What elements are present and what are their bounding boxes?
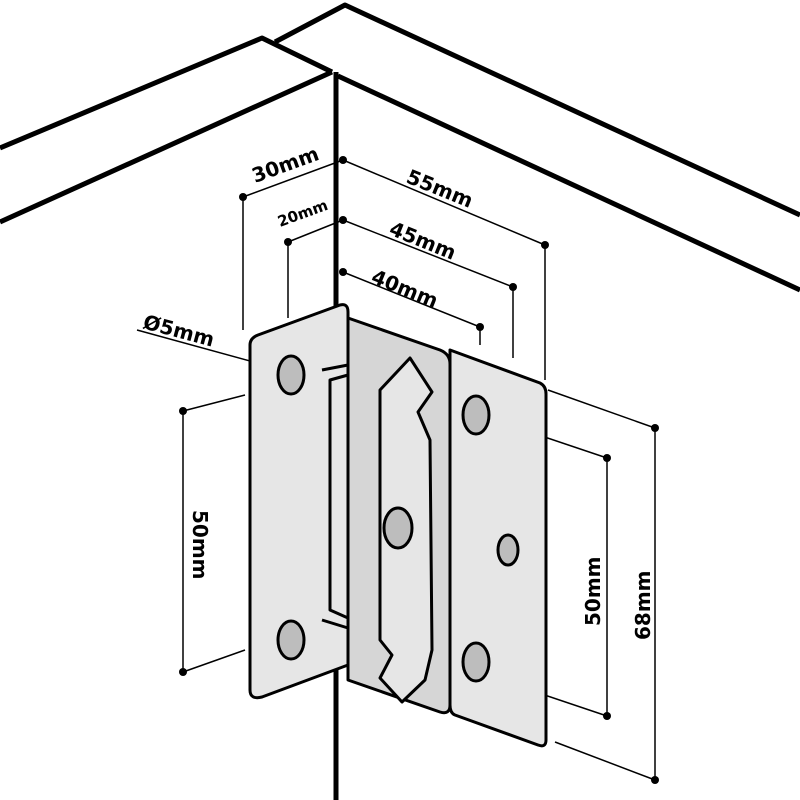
screw-hole-icon bbox=[276, 354, 306, 396]
dim-label-68mm: 68mm bbox=[631, 570, 655, 640]
screw-hole-icon bbox=[461, 394, 491, 436]
left-panel-top-edge bbox=[0, 35, 334, 151]
dim-label-55mm: 55mm bbox=[403, 164, 476, 212]
dim-label-hole-diameter: Ø5mm bbox=[141, 310, 217, 352]
dim-label-45mm: 45mm bbox=[386, 216, 459, 264]
right-panel-bottom-edge bbox=[336, 73, 800, 293]
dim-label-left-50mm: 50mm bbox=[188, 510, 212, 580]
screw-hole-icon bbox=[496, 533, 520, 567]
rivet-icon bbox=[382, 506, 414, 550]
screw-hole-icon bbox=[461, 641, 491, 683]
left-panel-bottom-edge bbox=[0, 69, 334, 225]
dim-label-right-50mm: 50mm bbox=[581, 556, 605, 626]
bracket bbox=[248, 303, 548, 748]
left-plate bbox=[248, 303, 350, 700]
screw-hole-icon bbox=[276, 619, 306, 661]
dim-label-20mm: 20mm bbox=[275, 196, 330, 231]
dimension-lines bbox=[136, 156, 659, 784]
right-panel-top-edge bbox=[273, 2, 800, 218]
dim-label-40mm: 40mm bbox=[368, 264, 441, 312]
